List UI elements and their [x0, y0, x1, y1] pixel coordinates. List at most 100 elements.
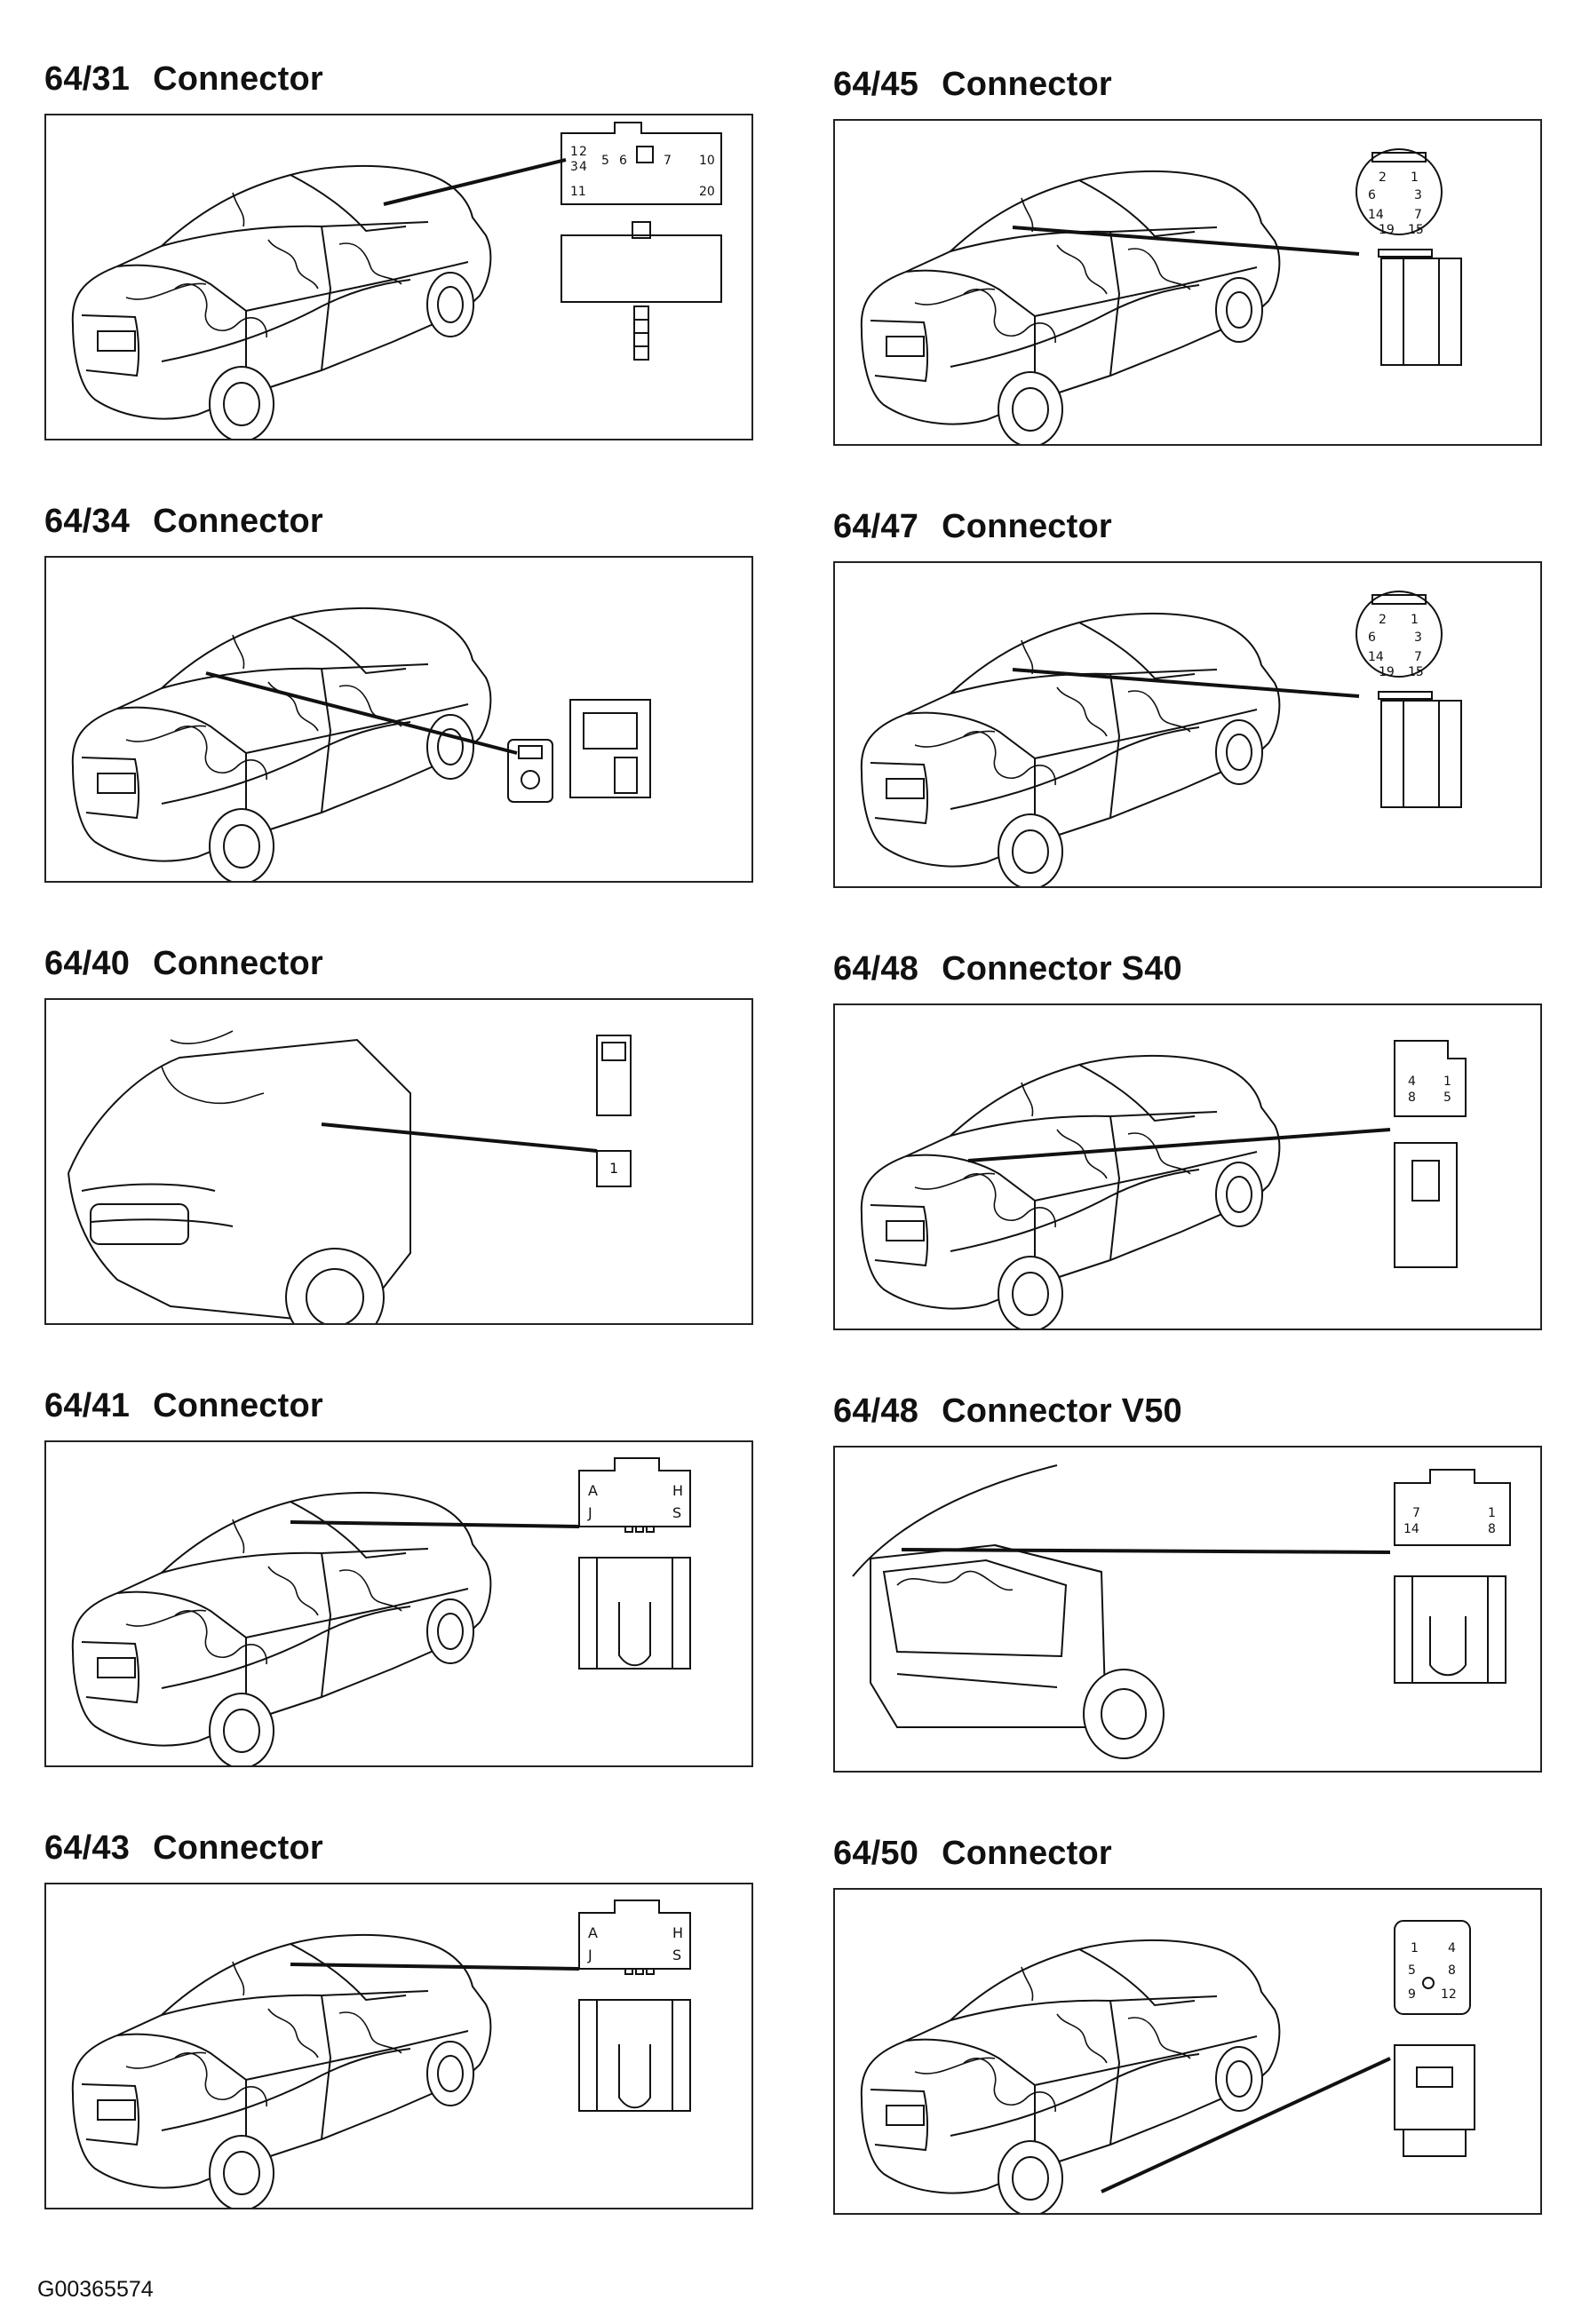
diagram-frame: 1: [44, 998, 753, 1325]
car-illustration: [71, 1933, 492, 2208]
car-illustration: [860, 1939, 1281, 2213]
pin-label: 4: [579, 160, 587, 174]
pin-label: 1: [570, 145, 578, 159]
pin-label: 2: [1379, 171, 1387, 185]
leader-line: [1101, 2057, 1391, 2193]
diagram-svg: 1: [68, 1030, 632, 1323]
pin-label: 1: [1443, 1075, 1451, 1089]
pin-label: 1: [609, 1160, 618, 1177]
connector-illustration: A H J S: [578, 1900, 691, 2112]
diagram-frame: 1 4 5 8 9 12: [833, 1888, 1542, 2215]
leader-line: [1012, 668, 1360, 698]
pin-label: 14: [1368, 650, 1384, 664]
pin-label: 8: [1488, 1522, 1496, 1536]
car-illustration: [71, 1491, 492, 1765]
leader-line: [290, 1963, 580, 1971]
pin-label: S: [672, 1947, 681, 1963]
pin-label: 8: [1448, 1963, 1456, 1978]
pin-label: 1: [1488, 1506, 1496, 1520]
pin-label: 6: [1368, 188, 1376, 202]
connector-illustration: 1 4 5 8 9 12: [1394, 1920, 1475, 2157]
pin-label: H: [672, 1924, 683, 1941]
rear-illustration: [852, 1464, 1165, 1759]
pin-label: 4: [1448, 1941, 1456, 1955]
diagram-svg: 1 4 5 8 9 12: [860, 1920, 1475, 2213]
connector-illustration: 7 14 1 8: [1394, 1469, 1511, 1684]
pin-label: S: [672, 1504, 681, 1521]
diagram-svg: 7 14 1 8: [852, 1464, 1511, 1759]
pin-label: 6: [619, 154, 627, 168]
pin-label: 8: [1408, 1091, 1416, 1105]
pin-label: 5: [1408, 1963, 1416, 1978]
figure-id: G00365574: [37, 2277, 154, 2302]
leader-line: [901, 1548, 1391, 1554]
pin-label: 9: [1408, 1987, 1416, 2002]
pin-label: 15: [1408, 223, 1424, 237]
leader-line: [967, 1128, 1391, 1162]
car-illustration: [860, 170, 1281, 444]
car-illustration: [71, 607, 492, 881]
front-illustration: [68, 1030, 411, 1323]
diagram-svg: A H J S: [71, 1900, 691, 2208]
pin-label: 2: [579, 145, 587, 159]
pin-label: 20: [699, 185, 715, 199]
pin-label: 11: [570, 185, 586, 199]
pin-label: H: [672, 1482, 683, 1499]
pin-label: 2: [1379, 613, 1387, 627]
diagram-svg: [71, 607, 651, 881]
leader-line: [205, 671, 518, 755]
pin-label: 10: [699, 154, 715, 168]
leader-line: [383, 158, 567, 206]
pin-label: J: [587, 1947, 592, 1963]
pin-label: 14: [1368, 208, 1384, 222]
pin-label: 19: [1379, 223, 1395, 237]
car-illustration: [71, 164, 492, 439]
pin-label: 4: [1408, 1075, 1416, 1089]
pin-label: 3: [570, 160, 578, 174]
pin-label: 7: [1414, 208, 1422, 222]
leader-line: [290, 1520, 580, 1528]
pin-label: 19: [1379, 665, 1395, 679]
connector-illustration: 1: [596, 1035, 632, 1187]
pin-label: 7: [664, 154, 672, 168]
pin-label: 5: [601, 154, 609, 168]
pin-label: 14: [1403, 1522, 1419, 1536]
pin-label: 6: [1368, 631, 1376, 645]
pin-label: 1: [1411, 613, 1419, 627]
pin-label: 7: [1412, 1506, 1420, 1520]
pin-label: 7: [1414, 650, 1422, 664]
leader-line: [1012, 226, 1360, 256]
pin-label: 1: [1411, 171, 1419, 185]
leader-line: [321, 1122, 598, 1153]
diagram-frame: A H J S: [44, 1883, 753, 2209]
pin-label: A: [588, 1924, 598, 1941]
diagram-frame: [44, 556, 753, 883]
pin-label: 12: [1441, 1987, 1457, 2002]
pin-label: 3: [1414, 631, 1422, 645]
car-illustration: [860, 1054, 1281, 1329]
pin-label: 1: [1411, 1941, 1419, 1955]
